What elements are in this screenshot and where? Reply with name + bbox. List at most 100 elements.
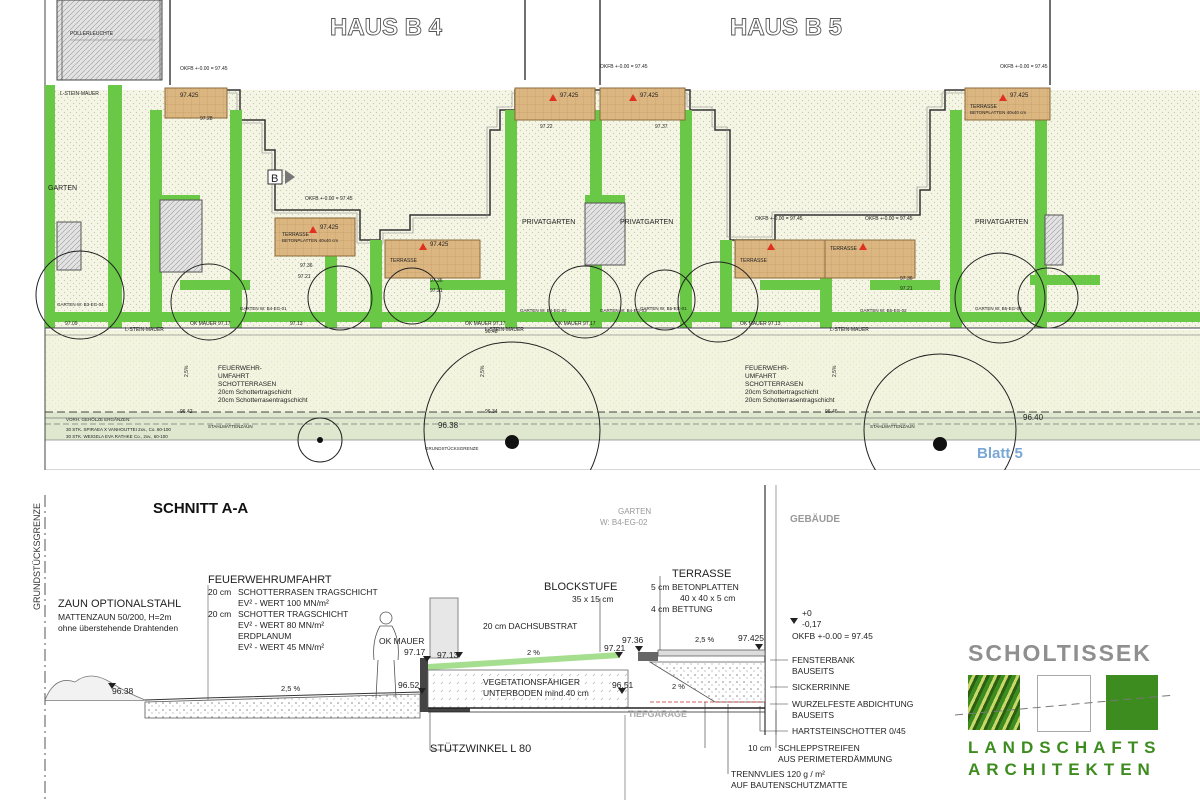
blockstufe-label: BLOCKSTUFE [544,581,617,593]
fence-label-2: STAHLMATTENZAUN [870,424,915,429]
fire-lane-label-1: FEUERWEHR- UMFAHRT SCHOTTERRASEN 20cm Sc… [218,365,308,404]
elev-terrace-3: 97.425 [560,93,579,99]
hedge-section [429,597,459,659]
svg-text:ERDPLANUM: ERDPLANUM [238,631,291,641]
elev-terrace-2: 97.425 [430,242,449,248]
svg-text:BETONPLATTEN: BETONPLATTEN [672,582,739,592]
svg-text:20cm Schotterrasentragschicht: 20cm Schotterrasentragschicht [218,397,308,404]
elev-97425: 97.425 [738,633,764,643]
svg-text:UMFAHRT: UMFAHRT [218,373,249,380]
mauer-label-4: OK MAUER 97.13 [740,321,781,327]
slope-garden: 2 % [527,648,540,657]
garden-label-2: PRIVATGARTEN [620,219,673,226]
fence-note: ZAUN OPTIONALSTAHL MATTENZAUN 50/200, H=… [58,598,181,633]
hedges [45,85,1200,328]
svg-text:EV² - WERT 45 MN/m²: EV² - WERT 45 MN/m² [238,642,324,652]
elevation-markers [108,618,798,694]
elev-9717: 97.17 [404,647,426,657]
garden-code-2: GARTEN W: B4-EG-01 [240,306,287,311]
svg-text:ZAUN OPTIONALSTAHL: ZAUN OPTIONALSTAHL [58,598,181,610]
mauer-label-3: OK MAUER 97.17 [555,321,596,327]
elev-9638: 96.38 [112,686,134,696]
section-marker-b: B [267,169,295,185]
garden-code-label: W: B4-EG-02 [600,518,648,527]
slope-gravel: 2 % [672,682,685,691]
garden-label: GARTEN [618,507,651,516]
house-label-b4: HAUS B 4 [330,14,443,41]
garden-code-7: GARTEN W: B5-EG-03 [975,306,1022,311]
mauer-label-1: OK MAUER 97.17 [190,321,231,327]
terrace-title: TERRASSE [672,568,731,580]
l-stein-label-top: L-STEIN-MAUER [60,91,99,97]
svg-text:SCHOTTERRASEN: SCHOTTERRASEN [218,381,276,388]
svg-text:VORH. GEHÖLZE ERGÄNZEN:: VORH. GEHÖLZE ERGÄNZEN: [66,416,131,422]
fensterbank-2: BAUSEITS [792,666,834,676]
fire-lane-gravel [144,693,421,719]
elev-d: 96.48 [485,329,498,335]
logo-image-green [1106,675,1158,730]
fensterbank-1: FENSTERBANK [792,655,855,665]
svg-text:20cm Schottertragschicht: 20cm Schottertragschicht [745,389,819,396]
elev-minus017: -0,17 [802,619,822,629]
logo-line-1: LANDSCHAFTS [968,738,1162,757]
mauer-label-2: OK MAUER 97.17 [465,321,506,327]
terrace-label-2: TERRASSE [390,258,418,264]
l-stein-label-2: L-STEIN-MAUER [485,327,524,333]
okfb-1: OKFB +-0.00 = 97.45 [180,66,228,72]
svg-text:40 x 40 x 5 cm: 40 x 40 x 5 cm [680,593,735,603]
fire-lane-build-up: 20 cm SCHOTTERRASEN TRAGSCHICHT EV² - WE… [208,587,378,652]
slope-label-1: 2,5% [184,365,190,377]
svg-text:30 STK. WEIGELA EVA RATHKE Co.: 30 STK. WEIGELA EVA RATHKE Co., 2xv., 60… [66,434,168,439]
retaining-wall-label: STÜTZWINKEL L 80 [430,743,531,755]
sickerrinne: SICKERRINNE [792,682,850,692]
slope-terrace: 2,5 % [695,635,715,644]
terrace-slab [657,649,766,657]
schlepp-depth: 10 cm [748,743,771,753]
terrace-sub-5: BETONPLATTEN 40x40 cm [970,110,1026,115]
elev-9652: 96.52 [398,680,420,690]
person-figure [373,611,399,699]
terraces [164,87,1051,279]
okfb-label: OKFB +-0.00 = 97.45 [792,631,873,641]
elev-terrace-6: 97.425 [180,93,199,99]
okfb-3: OKFB +-0.00 = 97.45 [305,196,353,202]
wurzel-1: WURZELFESTE ABDICHTUNG [792,699,913,709]
elev-4: 97.37 [655,124,668,130]
l-stein-label-1: L-STEIN-MAUER [125,327,164,333]
svg-text:SCHOTTERRASEN TRAGSCHICHT: SCHOTTERRASEN TRAGSCHICHT [238,587,378,597]
slope-label-3: 2,5% [832,365,838,377]
garden-lawn-section [428,652,620,670]
elev-step-1: 97.21 [298,274,311,280]
okfb-5: OKFB +-0.00 = 97.45 [865,216,913,222]
logo-image-blank [1037,675,1091,732]
slope-label-2: 2,5% [480,365,486,377]
elev-9651: 96.51 [612,680,634,690]
substrate-label: 20 cm DACHSUBSTRAT [483,621,577,631]
garden-code-5: GARTEN W: B5-EG-01 [640,306,687,311]
trenn-2: AUF BAUTENSCHUTZMATTE [731,780,848,790]
contour-label-1: 96.38 [438,421,459,430]
planters [56,199,1064,273]
okfb-6: OKFB +-0.00 = 97.45 [1000,64,1048,70]
svg-text:SCHOTTER TRAGSCHICHT: SCHOTTER TRAGSCHICHT [238,609,348,619]
fire-lane-title: FEUERWEHRUMFAHRT [208,574,332,586]
logo-image-grass [968,675,1020,730]
svg-text:FEUERWEHR-: FEUERWEHR- [745,365,789,372]
fence-label-1: STAHLMATTENZAUN [208,424,253,429]
slope-fire-lane: 2,5 % [281,684,301,693]
svg-text:B: B [271,173,278,185]
garden-label-3: PRIVATGARTEN [975,219,1028,226]
terrace-label-4: TERRASSE [830,246,858,252]
logo-line-2: ARCHITEKTEN [968,760,1156,779]
topsoil-layer [427,669,629,709]
terrace-label-3: TERRASSE [740,258,768,264]
veg-label-1: VEGETATIONSFÄHIGER [483,677,580,687]
trenn-1: TRENNVLIES 120 g / m² [731,769,825,779]
svg-text:20cm Schottertragschicht: 20cm Schottertragschicht [218,389,292,396]
section-title: SCHNITT A-A [153,500,248,517]
logo-name: SCHOLTISSEK [968,640,1152,666]
elev-2: 97.28 [200,116,213,122]
pollerleuchte-label: POLLERLEUCHTE [70,31,114,37]
tree-trunks [317,435,947,451]
sheet-label: Blatt 5 [977,445,1023,462]
